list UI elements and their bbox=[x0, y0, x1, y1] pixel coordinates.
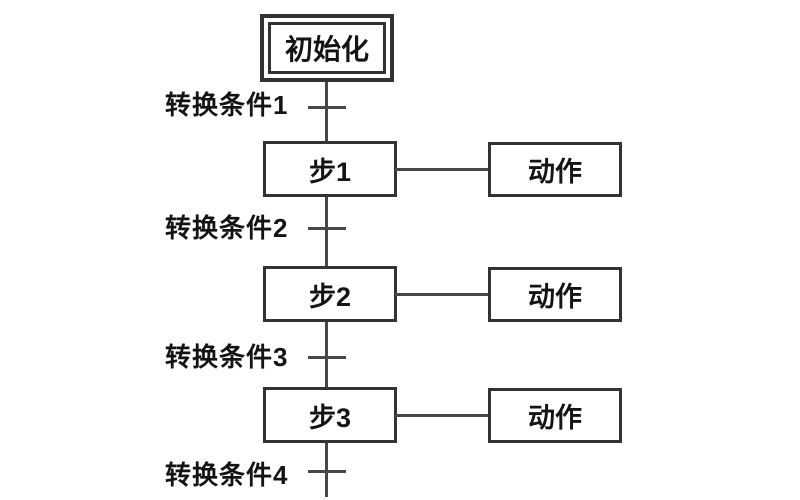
transition-label-2: 转换条件2 bbox=[165, 213, 289, 243]
step-label-2: 步2 bbox=[308, 281, 352, 312]
step-label-3: 步3 bbox=[308, 402, 352, 433]
transition-tick-2 bbox=[308, 227, 346, 230]
action-label-2: 动作 bbox=[528, 282, 582, 312]
initial-step-label: 初始化 bbox=[284, 34, 369, 65]
transition-tick-4 bbox=[308, 470, 346, 473]
action-box-2: 动作 bbox=[488, 267, 622, 322]
action-box-1: 动作 bbox=[488, 142, 622, 197]
step-box-1: 步1 bbox=[263, 141, 397, 197]
connector-line-1 bbox=[395, 168, 490, 171]
initial-step-box: 初始化 bbox=[260, 14, 394, 82]
step-box-2: 步2 bbox=[263, 266, 397, 322]
initial-step-inner-box: 初始化 bbox=[268, 22, 386, 74]
transition-label-3: 转换条件3 bbox=[165, 342, 289, 372]
transition-tick-3 bbox=[308, 356, 346, 359]
transition-tick-1 bbox=[308, 106, 346, 109]
action-box-3: 动作 bbox=[488, 388, 622, 443]
step-label-1: 步1 bbox=[308, 156, 352, 187]
step-box-3: 步3 bbox=[263, 387, 397, 443]
action-label-1: 动作 bbox=[528, 157, 582, 187]
transition-label-1: 转换条件1 bbox=[165, 90, 289, 120]
connector-line-2 bbox=[395, 293, 490, 296]
action-label-3: 动作 bbox=[528, 403, 582, 433]
transition-label-4: 转换条件4 bbox=[165, 460, 289, 490]
connector-line-3 bbox=[395, 414, 490, 417]
